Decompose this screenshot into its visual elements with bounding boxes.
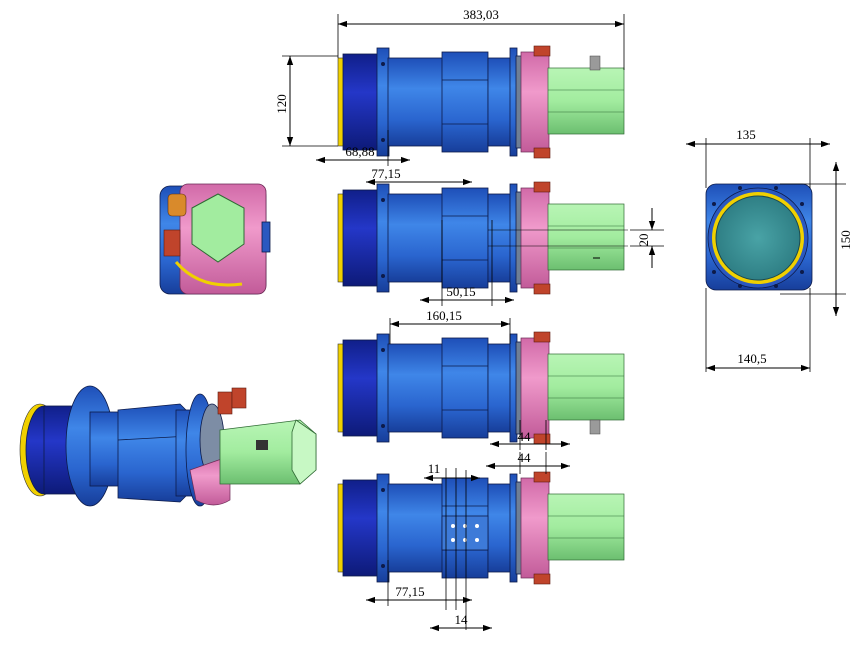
side-view-2	[337, 181, 628, 295]
dim-front-offset: 68,88	[345, 144, 374, 159]
isometric-view	[19, 385, 317, 507]
side-view-1	[337, 45, 625, 159]
side-view-3	[337, 331, 625, 445]
dim-height-small: 20	[636, 234, 651, 247]
dim-end-width: 135	[736, 127, 756, 142]
dim-end-base-width: 140,5	[737, 351, 766, 366]
dim-mid-length: 160,15	[426, 308, 462, 323]
dim-offset-c: 77,15	[395, 584, 424, 599]
rear-view	[705, 183, 813, 291]
dim-depth-b: 44	[518, 450, 532, 465]
dim-small-a: 11	[428, 461, 441, 476]
dim-offset-b: 50,15	[446, 284, 475, 299]
side-view-4	[337, 471, 625, 585]
front-view	[159, 183, 271, 295]
dim-end-height: 150	[838, 230, 853, 250]
dim-overall-length: 383,03	[463, 7, 499, 22]
dim-depth-a: 44	[518, 429, 532, 444]
dim-small-b: 14	[455, 612, 469, 627]
dim-offset-a: 77,15	[371, 166, 400, 181]
dim-height-side: 120	[274, 94, 289, 114]
